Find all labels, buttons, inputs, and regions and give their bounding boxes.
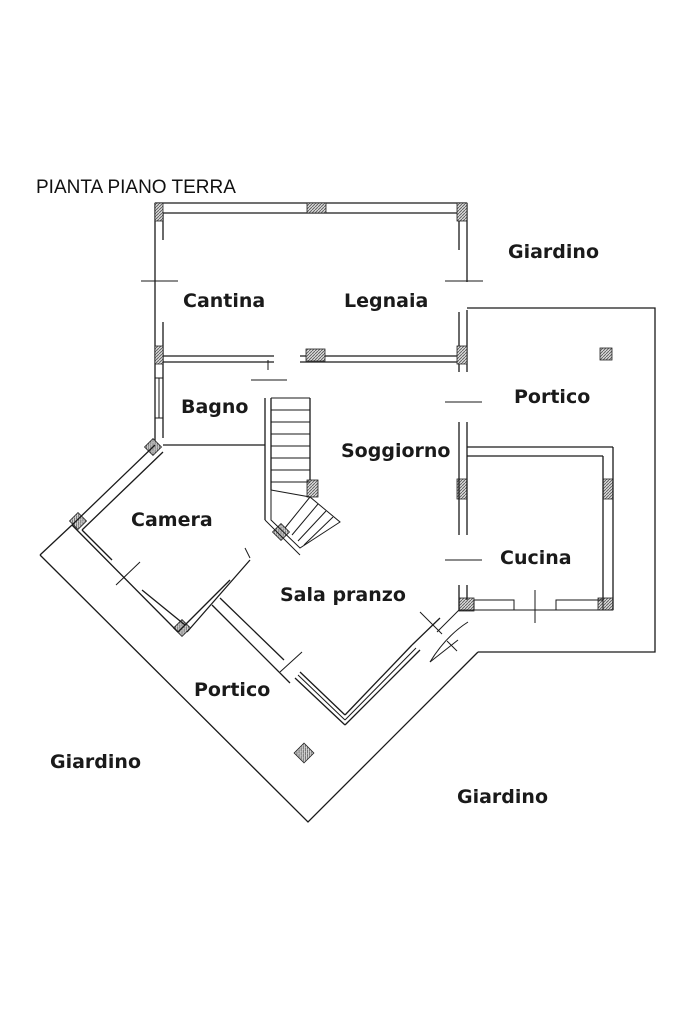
label-cucina: Cucina [500,547,572,569]
diagonal-walls [39,444,479,823]
label-bagno: Bagno [181,396,248,418]
label-giardino-se: Giardino [457,786,548,808]
label-giardino-sw: Giardino [50,751,141,773]
east-walls [445,307,656,653]
bagno-walls [154,377,265,446]
label-soggiorno: Soggiorno [341,440,450,462]
label-legnaia: Legnaia [344,290,428,312]
label-portico-east: Portico [514,386,590,408]
pillars [68,202,614,764]
label-camera: Camera [131,509,213,531]
staircase [264,397,341,556]
plan-title: PIANTA PIANO TERRA [36,177,236,198]
label-portico-south: Portico [194,679,270,701]
label-sala-pranzo: Sala pranzo [280,584,406,606]
label-giardino-ne: Giardino [508,241,599,263]
label-cantina: Cantina [183,290,265,312]
